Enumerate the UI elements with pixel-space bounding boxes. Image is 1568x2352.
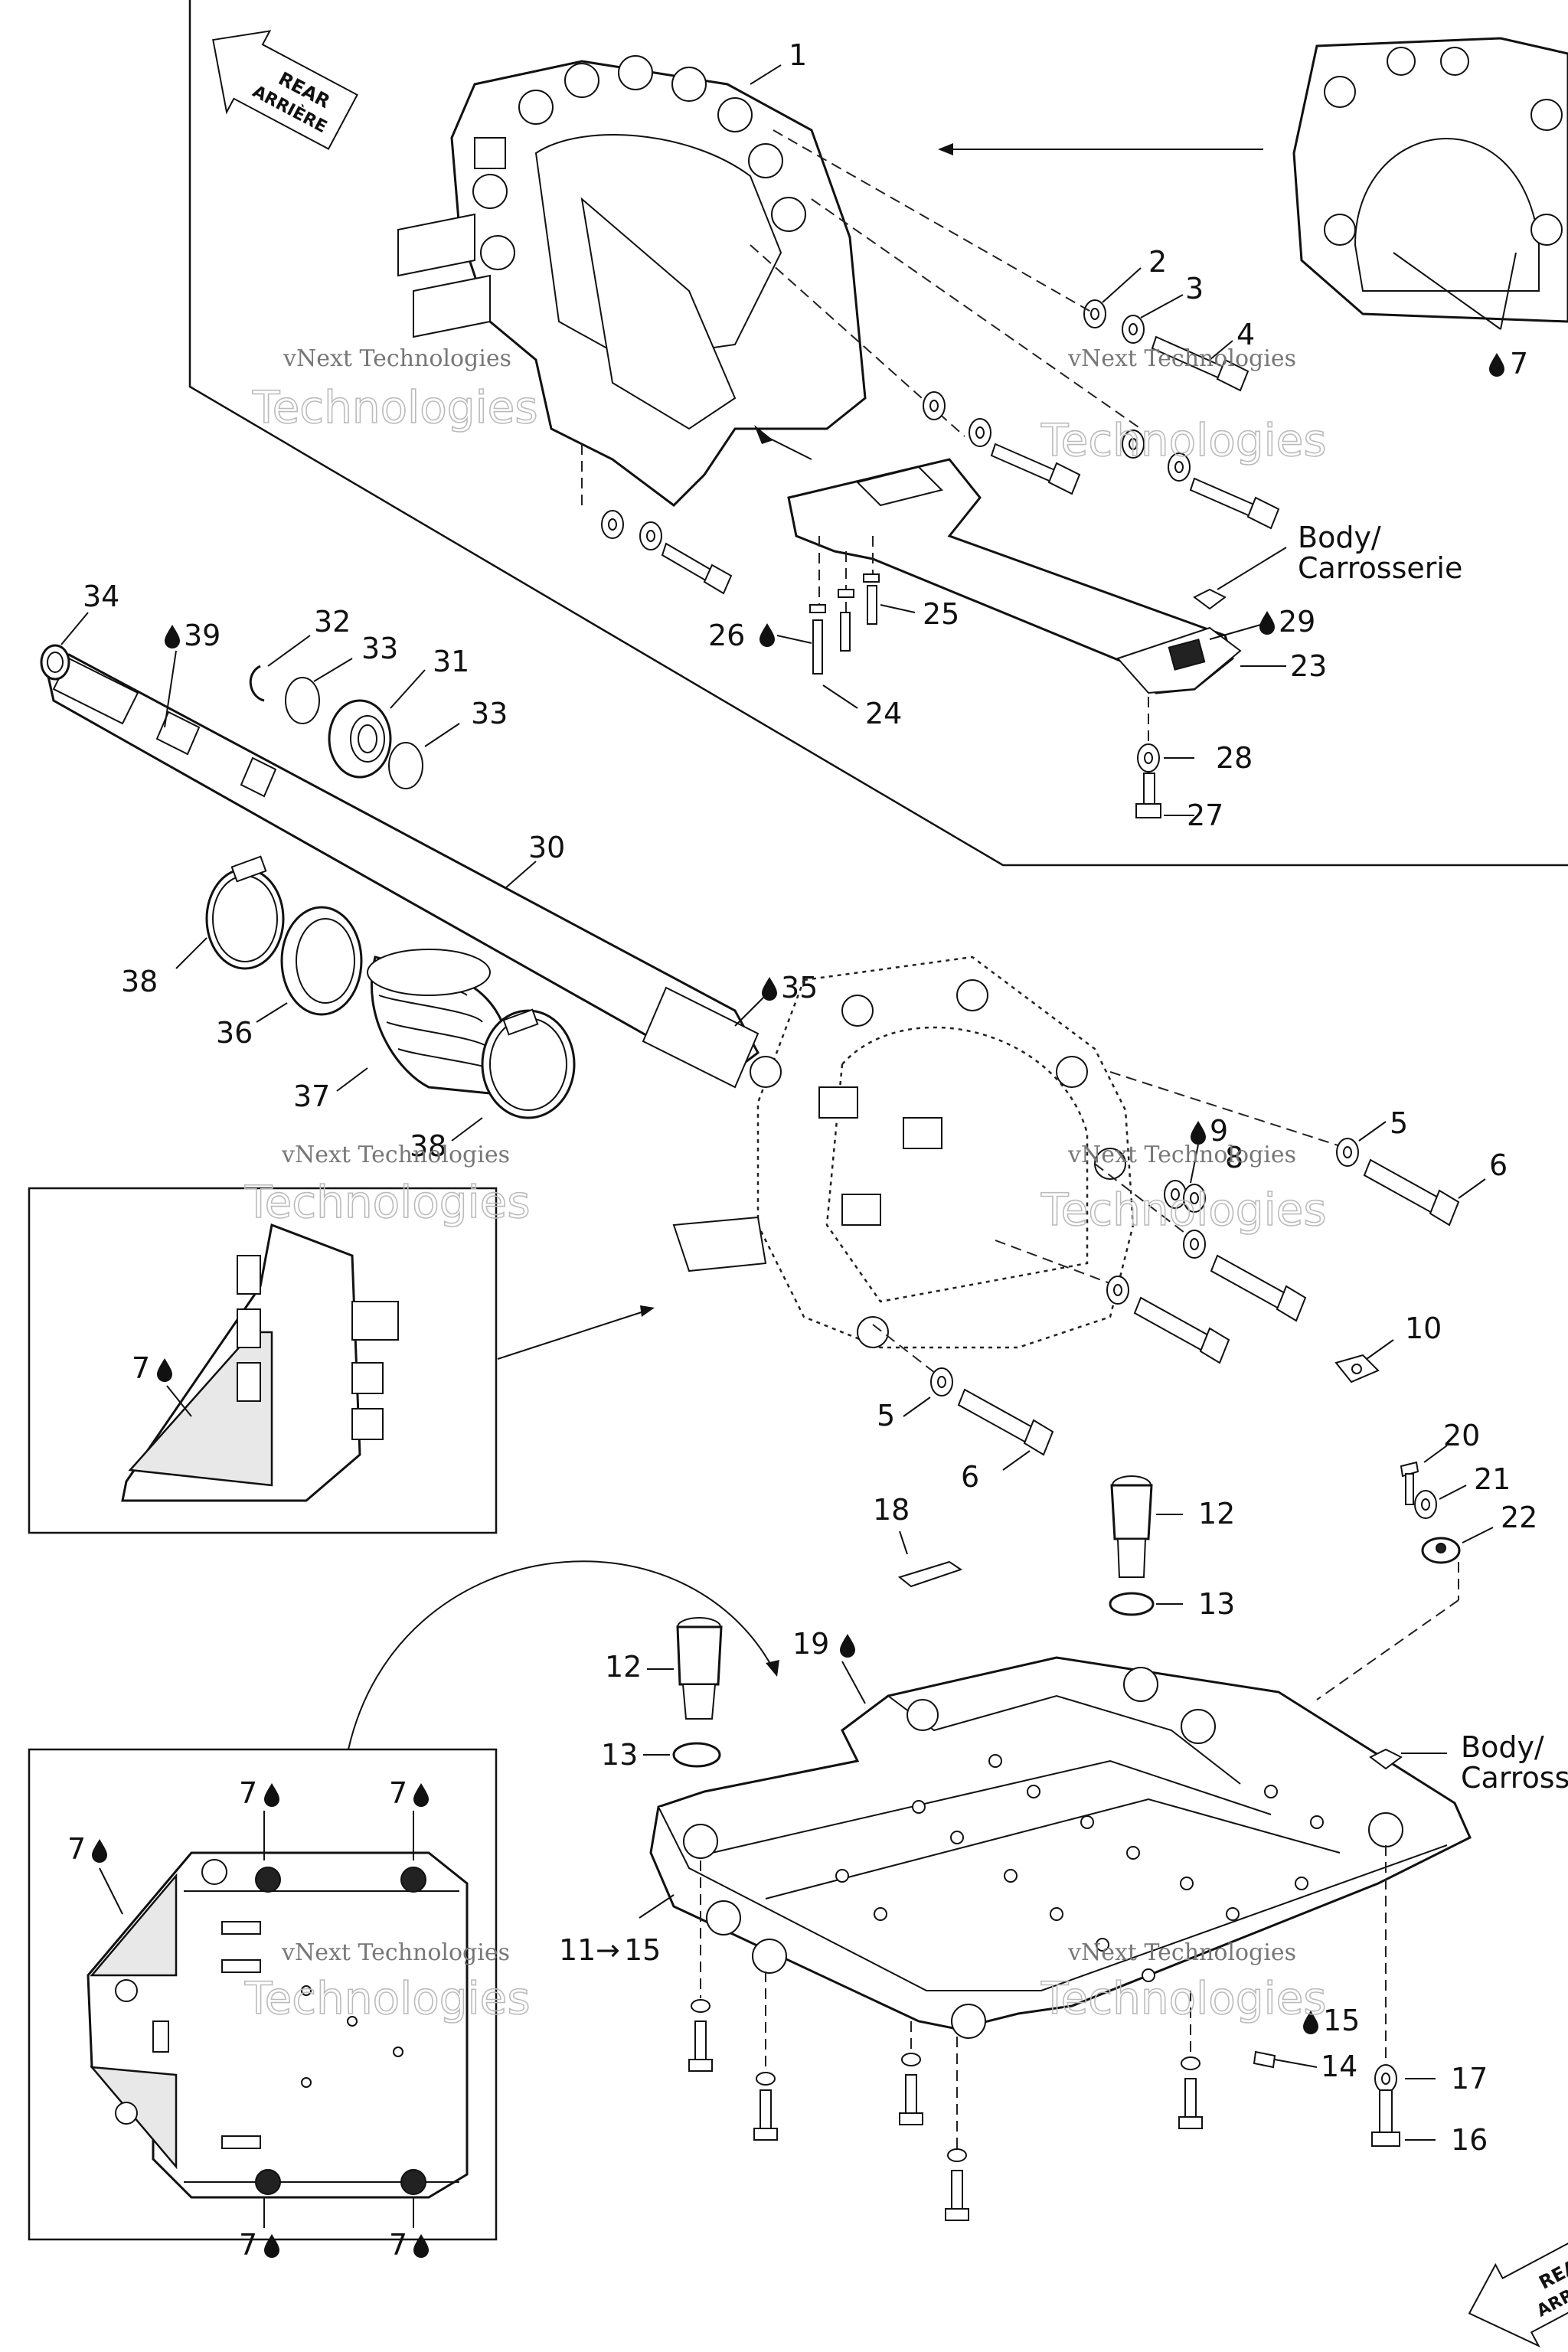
callout-28: 28 bbox=[1216, 741, 1253, 775]
callout-20: 20 bbox=[1443, 1419, 1480, 1452]
callout-15b: 15 bbox=[1323, 2004, 1360, 2037]
watermark-group: vNext Technologies Technologies vNext Te… bbox=[243, 345, 1327, 2025]
callout-15a: 15 bbox=[624, 1933, 661, 1967]
left-inset-housing-side bbox=[121, 1223, 399, 1502]
callout-38b: 38 bbox=[410, 1129, 446, 1163]
watermark-1: vNext Technologies bbox=[283, 345, 511, 372]
callout-13b: 13 bbox=[601, 1738, 638, 1772]
callout-7f: 7 bbox=[239, 2228, 257, 2262]
part-23-support-bracket bbox=[787, 458, 1242, 694]
watermark-6: vNext Technologies bbox=[1067, 1939, 1296, 1966]
callout-39: 39 bbox=[184, 619, 220, 652]
watermark-5-big: Technologies bbox=[244, 1972, 531, 2024]
watermark-6-big: Technologies bbox=[1040, 1972, 1327, 2024]
callout-1: 1 bbox=[789, 38, 807, 72]
watermark-1-big: Technologies bbox=[252, 381, 538, 433]
part-11-ride-plate bbox=[649, 1656, 1472, 2039]
callout-7e: 7 bbox=[67, 1832, 86, 1866]
callout-5a: 5 bbox=[1390, 1106, 1408, 1140]
callout-11: 11 bbox=[559, 1933, 596, 1967]
callout-5b: 5 bbox=[877, 1399, 895, 1432]
part-37-bellows bbox=[367, 949, 511, 1096]
callout-34: 34 bbox=[83, 580, 119, 613]
part-1-pump-housing bbox=[397, 55, 867, 507]
callout-2: 2 bbox=[1148, 245, 1167, 279]
callout-30: 30 bbox=[528, 831, 565, 864]
housing-rear-view bbox=[1292, 37, 1568, 330]
callout-31: 31 bbox=[433, 645, 469, 678]
callout-8: 8 bbox=[1225, 1141, 1243, 1174]
callout-7-top: 7 bbox=[1510, 347, 1528, 381]
left-inset-frame-mid bbox=[28, 1187, 498, 1534]
callout-9: 9 bbox=[1210, 1114, 1228, 1148]
callout-33a: 33 bbox=[361, 632, 398, 665]
callout-27: 27 bbox=[1187, 799, 1223, 832]
part-31-seal-carrier bbox=[328, 699, 392, 779]
callout-10: 10 bbox=[1405, 1312, 1442, 1345]
callout-29: 29 bbox=[1279, 605, 1315, 639]
rear-direction-tag: REAR ARRIÈRE bbox=[212, 30, 358, 150]
callout-24: 24 bbox=[865, 697, 902, 730]
callout-18: 18 bbox=[873, 1493, 910, 1527]
callout-3: 3 bbox=[1185, 272, 1204, 305]
callout-35: 35 bbox=[781, 971, 818, 1004]
callout-25: 25 bbox=[923, 597, 959, 631]
callout-12b: 12 bbox=[605, 1650, 642, 1684]
arrow-symbol: → bbox=[596, 1933, 620, 1967]
callout-13a: 13 bbox=[1198, 1587, 1235, 1621]
callout-7g: 7 bbox=[389, 2228, 407, 2262]
watermark-5: vNext Technologies bbox=[281, 1939, 510, 1966]
body-label-top-line2: Carrosserie bbox=[1298, 551, 1462, 585]
callout-37: 37 bbox=[293, 1080, 330, 1113]
callout-4: 4 bbox=[1236, 318, 1255, 351]
rear-direction-tag-bottom: REAR ARRIÈRE bbox=[1468, 2226, 1568, 2348]
pump-housing-dotted-outline bbox=[672, 956, 1135, 1349]
callout-23: 23 bbox=[1290, 649, 1327, 683]
callout-32: 32 bbox=[314, 605, 351, 639]
callout-17: 17 bbox=[1451, 2062, 1488, 2096]
callout-7-mid: 7 bbox=[132, 1351, 150, 1385]
callout-21: 21 bbox=[1474, 1462, 1511, 1496]
left-inset-frame-bottom bbox=[28, 1748, 498, 2241]
callout-36: 36 bbox=[216, 1016, 253, 1050]
body-label-low-line1: Body/ bbox=[1461, 1730, 1544, 1764]
callout-26: 26 bbox=[708, 619, 745, 652]
part-30-drive-shaft bbox=[44, 653, 760, 1089]
watermark-4-big: Technologies bbox=[1040, 1184, 1327, 1236]
left-inset-ride-plate-top bbox=[87, 1851, 469, 2199]
small-bolts-24-25 bbox=[809, 536, 880, 675]
part-12-drain-plug-2 bbox=[676, 1617, 723, 1720]
body-label-top-line1: Body/ bbox=[1298, 521, 1381, 554]
callout-6b: 6 bbox=[961, 1460, 979, 1494]
watermark-2-big: Technologies bbox=[1040, 414, 1327, 466]
callout-14: 14 bbox=[1321, 2050, 1357, 2083]
callout-16: 16 bbox=[1451, 2123, 1488, 2157]
callout-6a: 6 bbox=[1489, 1148, 1508, 1182]
callout-38a: 38 bbox=[121, 965, 158, 998]
body-label-low-line2: Carross bbox=[1461, 1761, 1568, 1795]
watermark-2: vNext Technologies bbox=[1067, 345, 1296, 372]
callout-19: 19 bbox=[792, 1627, 829, 1661]
callout-7c: 7 bbox=[239, 1776, 257, 1810]
upper-section-boundary bbox=[188, 0, 1568, 867]
watermark-3-big: Technologies bbox=[244, 1176, 531, 1228]
callout-12a: 12 bbox=[1198, 1497, 1235, 1530]
lubricant-drop-icon bbox=[1489, 353, 1504, 377]
watermark-3: vNext Technologies bbox=[281, 1142, 510, 1168]
watermark-4: vNext Technologies bbox=[1067, 1142, 1296, 1168]
part-12-drain-plug bbox=[1110, 1475, 1153, 1578]
callout-22: 22 bbox=[1501, 1501, 1537, 1534]
ride-plate-bolts bbox=[688, 1860, 1203, 2221]
callout-33b: 33 bbox=[471, 697, 508, 730]
callout-7d: 7 bbox=[389, 1776, 407, 1810]
